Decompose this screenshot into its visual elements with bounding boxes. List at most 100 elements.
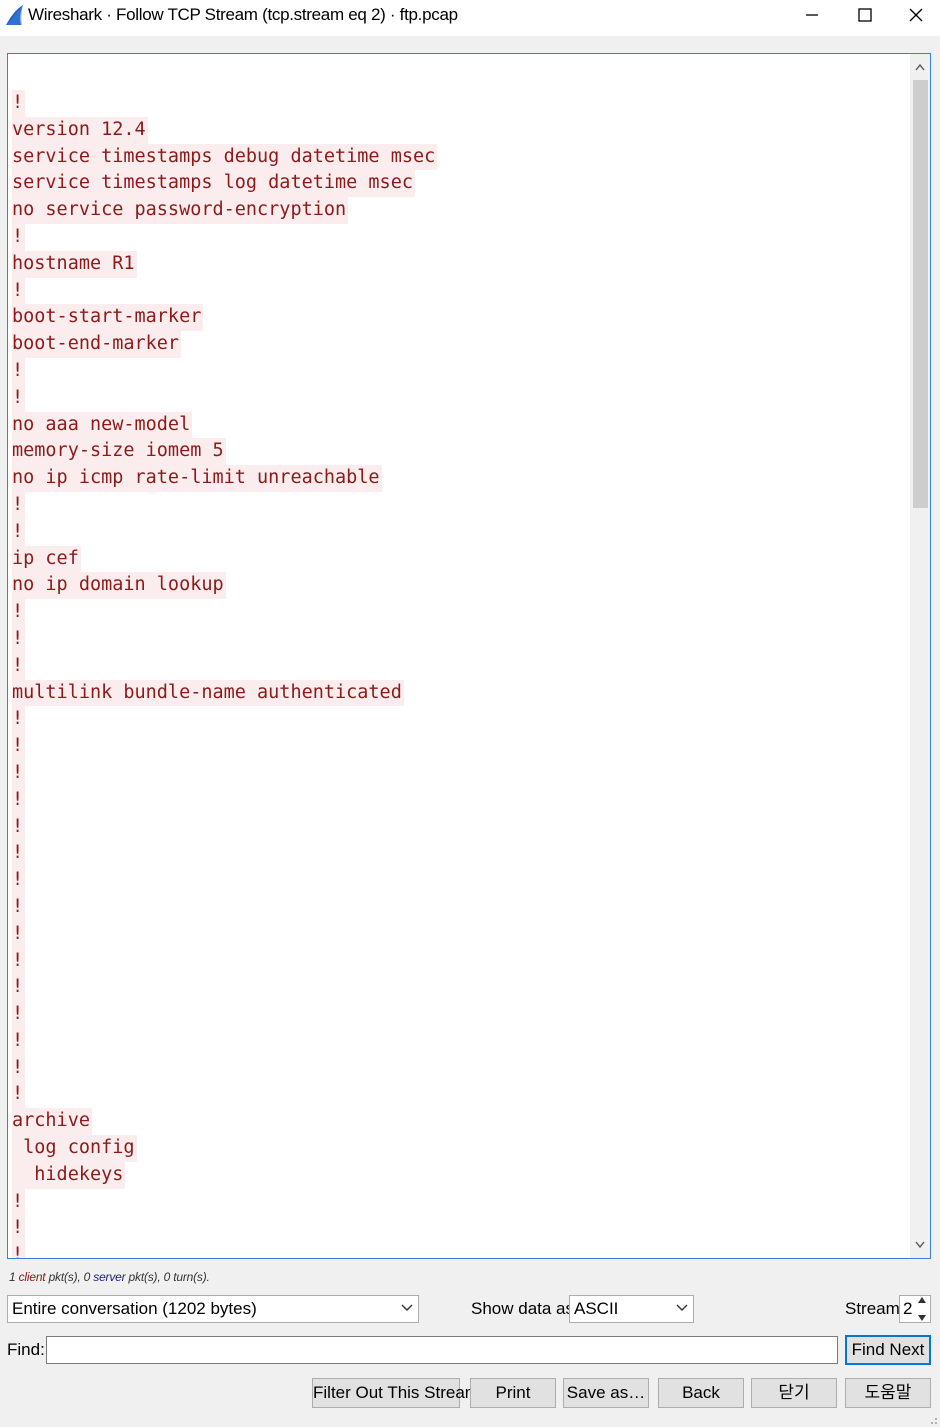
stream-line: ! (12, 518, 902, 546)
stream-line-text: ! (12, 786, 26, 814)
stream-line: service timestamps debug datetime msec (12, 143, 902, 171)
stream-stats: 1 client pkt(s), 0 server pkt(s), 0 turn… (9, 1270, 210, 1284)
print-button[interactable]: Print (470, 1378, 556, 1408)
stream-line-text: ! (12, 357, 26, 385)
chevron-up-icon (915, 63, 925, 71)
stream-line-text: ! (12, 867, 26, 894)
stream-line: no ip icmp rate-limit unreachable (12, 465, 902, 492)
stream-line: ! (12, 1215, 902, 1243)
stream-line-text: ! (12, 1215, 26, 1243)
stream-line-text: ! (12, 893, 26, 921)
conversation-select[interactable]: Entire conversation (1202 bytes) (7, 1295, 419, 1323)
resize-grip-icon[interactable] (928, 1415, 938, 1425)
stream-line-text: service timestamps debug datetime msec (12, 143, 438, 171)
stream-line-text: log config (12, 1135, 137, 1162)
stream-line-text: no ip domain lookup (12, 572, 226, 600)
show-data-value: ASCII (574, 1299, 619, 1318)
stream-line-text: ! (12, 1054, 26, 1082)
stream-line: hidekeys (12, 1161, 902, 1189)
spin-arrows[interactable] (915, 1297, 929, 1321)
close-button[interactable]: 닫기 (751, 1378, 837, 1408)
stream-line: ! (12, 920, 902, 948)
stream-line-text: multilink bundle-name authenticated (12, 679, 404, 707)
maximize-icon (858, 8, 872, 22)
find-next-button[interactable]: Find Next (845, 1335, 931, 1365)
stream-line: boot-start-marker (12, 304, 902, 332)
stream-number-spinbox[interactable]: 2 (899, 1295, 931, 1323)
minimize-button[interactable] (786, 0, 838, 30)
stream-line-text: ! (12, 759, 26, 787)
stream-line-text: ! (12, 706, 26, 734)
maximize-button[interactable] (839, 0, 891, 30)
stream-line: ! (12, 867, 902, 894)
stream-line: ! (12, 786, 902, 814)
title-bar: Wireshark · Follow TCP Stream (tcp.strea… (0, 0, 940, 36)
stream-line-text: no ip icmp rate-limit unreachable (12, 465, 382, 492)
stream-line-text: ! (12, 625, 26, 653)
stream-line: ! (12, 1081, 902, 1109)
stream-line: ! (12, 491, 902, 519)
stream-label: Stream (845, 1299, 900, 1318)
stream-line: ! (12, 733, 902, 760)
stream-line-text: ! (12, 974, 26, 1002)
stream-line: ! (12, 1027, 902, 1055)
stream-line-text: memory-size iomem 5 (12, 438, 226, 466)
stream-line-text: ! (12, 1188, 26, 1216)
minimize-icon (806, 14, 818, 16)
stream-line-text: ! (12, 599, 26, 626)
stream-line: ! (12, 599, 902, 626)
stream-line-text: ! (12, 733, 26, 760)
stream-line-text: ! (12, 840, 26, 868)
stats-tail: pkt(s), 0 turn(s). (125, 1270, 210, 1284)
stream-line-text: boot-end-marker (12, 331, 182, 358)
save-as-button[interactable]: Save as… (563, 1378, 649, 1408)
stream-line-text: archive (12, 1108, 92, 1136)
stream-line-text: ! (12, 384, 26, 412)
stream-line: no ip domain lookup (12, 572, 902, 600)
stream-line: ! (12, 223, 902, 251)
stream-line-text: ! (12, 1081, 26, 1109)
stream-line-text: ! (12, 491, 26, 519)
server-label: server (93, 1270, 126, 1284)
stream-line: service timestamps log datetime msec (12, 170, 902, 198)
stream-line-text: service timestamps log datetime msec (12, 170, 415, 198)
stream-line: ! (12, 625, 902, 653)
scroll-up-button[interactable] (910, 56, 930, 78)
stream-line: ! (12, 277, 902, 305)
find-input[interactable] (46, 1336, 838, 1364)
find-label: Find: (7, 1340, 45, 1359)
filter-out-stream-button[interactable]: Filter Out This Stream (312, 1378, 479, 1408)
stream-line: ! (12, 384, 902, 412)
stream-line-text: hostname R1 (12, 250, 137, 278)
vertical-scrollbar[interactable] (910, 54, 930, 1258)
stream-line: ! (12, 1054, 902, 1082)
close-icon (909, 8, 923, 22)
scrollbar-thumb[interactable] (913, 80, 928, 508)
stream-line-text: boot-start-marker (12, 304, 204, 332)
stream-line-text: ! (12, 813, 26, 841)
stream-line-text: no service password-encryption (12, 197, 349, 224)
stream-line: ! (12, 1188, 902, 1216)
help-button[interactable]: 도움말 (845, 1378, 931, 1408)
stream-line: multilink bundle-name authenticated (12, 679, 902, 707)
stream-line-text: no aaa new-model (12, 411, 193, 439)
chevron-down-icon (676, 1304, 688, 1311)
stream-line-text: ! (12, 1027, 26, 1055)
stream-line-text: ! (12, 90, 26, 117)
chevron-down-icon (401, 1304, 413, 1311)
stream-line: ! (12, 652, 902, 680)
spin-up-icon[interactable] (918, 1297, 926, 1303)
stream-line: hostname R1 (12, 250, 902, 278)
close-window-button[interactable] (890, 0, 940, 30)
stream-line: ip cef (12, 545, 902, 573)
stream-line-text: ip cef (12, 545, 81, 573)
show-data-select[interactable]: ASCII (569, 1295, 694, 1323)
stream-line: log config (12, 1135, 902, 1162)
scroll-down-button[interactable] (910, 1234, 930, 1256)
stream-line: ! (12, 1242, 902, 1258)
stream-line-text: ! (12, 1242, 26, 1258)
back-button[interactable]: Back (658, 1378, 744, 1408)
spin-down-icon[interactable] (918, 1315, 926, 1321)
